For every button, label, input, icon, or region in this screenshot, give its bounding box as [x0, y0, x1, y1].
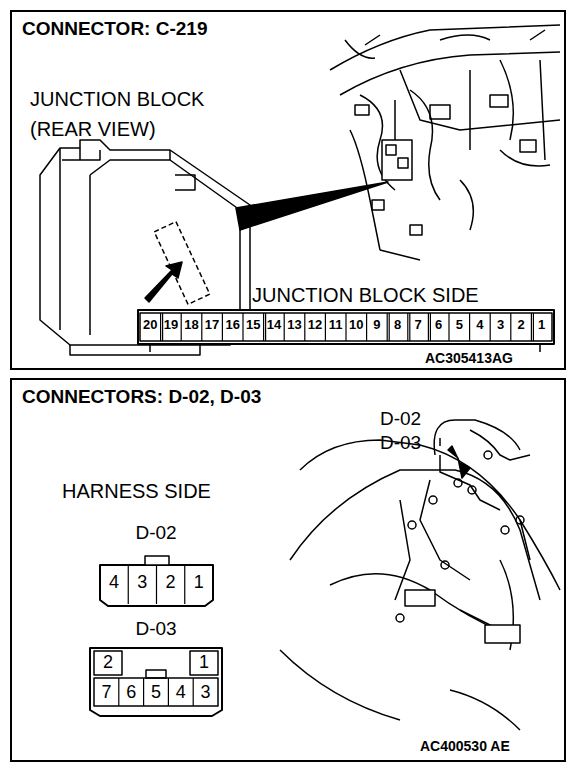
pin-number: 19	[164, 318, 178, 333]
pin-number: 17	[205, 318, 219, 333]
pin-divider	[407, 313, 408, 341]
pin-number: 7	[414, 318, 421, 333]
pin-divider	[242, 313, 243, 341]
pin-number: 3	[497, 318, 504, 333]
connector-name: D-03	[135, 618, 176, 640]
pin-divider	[156, 565, 157, 604]
pin-number: 1	[538, 318, 545, 333]
pin-number: 3	[201, 682, 211, 703]
pin-divider	[143, 678, 144, 706]
panel-frame: CONNECTOR: C-219	[10, 10, 566, 370]
pin-number: 2	[166, 572, 176, 593]
connector-name: D-03	[380, 432, 421, 454]
figure-code: AC305413AG	[425, 350, 513, 366]
pin-divider	[389, 313, 390, 341]
pin-divider	[168, 678, 169, 706]
pin-divider	[265, 313, 266, 341]
view-label: HARNESS SIDE	[62, 480, 211, 503]
pin-number: 4	[176, 682, 186, 703]
pin-divider	[162, 313, 163, 341]
pin-number: 18	[184, 318, 198, 333]
pin-divider	[193, 678, 194, 706]
pin-divider	[128, 565, 129, 604]
pin-number: 8	[394, 318, 401, 333]
pin-number: 5	[456, 318, 463, 333]
pin-number: 4	[476, 318, 483, 333]
connector-name: D-02	[380, 408, 421, 430]
pin-number: 4	[109, 572, 119, 593]
panel-title: CONNECTORS: D-02, D-03	[12, 380, 261, 408]
pin-divider	[387, 313, 388, 341]
pin-number: 15	[246, 318, 260, 333]
pin-number: 6	[126, 682, 136, 703]
view-label: JUNCTION BLOCK SIDE	[252, 284, 479, 307]
pin-divider	[533, 313, 534, 341]
pin-number: 12	[308, 318, 322, 333]
pin-divider	[448, 313, 449, 341]
panel-title: CONNECTOR: C-219	[12, 12, 207, 40]
pin-number: 3	[137, 572, 147, 593]
pin-number: 1	[199, 652, 209, 673]
pin-divider	[184, 565, 185, 604]
pin-number: 2	[517, 318, 524, 333]
connector-name: D-02	[135, 522, 176, 544]
pin-number: 20	[143, 318, 157, 333]
pin-number: 9	[373, 318, 380, 333]
pin-divider	[284, 313, 285, 341]
pin-divider	[409, 313, 410, 341]
pin-divider	[201, 313, 202, 341]
pin-divider	[490, 313, 491, 341]
pin-divider	[160, 313, 161, 341]
figure-code: AC400530 AE	[420, 738, 510, 754]
pin-divider	[531, 313, 532, 341]
pin-divider	[469, 313, 470, 341]
pin-number: 10	[349, 318, 363, 333]
component-name: JUNCTION BLOCK (REAR VIEW)	[30, 84, 230, 144]
pin-divider	[304, 313, 305, 341]
pin-number: 5	[151, 682, 161, 703]
pin-divider	[118, 678, 119, 706]
pin-number: 13	[287, 318, 301, 333]
pin-divider	[222, 313, 223, 341]
pin-divider	[366, 313, 367, 341]
pin-divider	[263, 313, 264, 341]
pin-divider	[181, 313, 182, 341]
panel-frame: CONNECTORS: D-02, D-03	[10, 378, 566, 762]
pin-number: 14	[267, 318, 281, 333]
pin-divider	[510, 313, 511, 341]
pin-divider	[325, 313, 326, 341]
pin-divider	[430, 313, 431, 341]
pin-number: 6	[435, 318, 442, 333]
pin-number: 7	[101, 682, 111, 703]
pin-number: 16	[225, 318, 239, 333]
pin-divider	[345, 313, 346, 341]
pin-number: 1	[194, 572, 204, 593]
pin-divider	[428, 313, 429, 341]
pin-number: 11	[329, 318, 343, 333]
pin-number: 2	[103, 652, 113, 673]
